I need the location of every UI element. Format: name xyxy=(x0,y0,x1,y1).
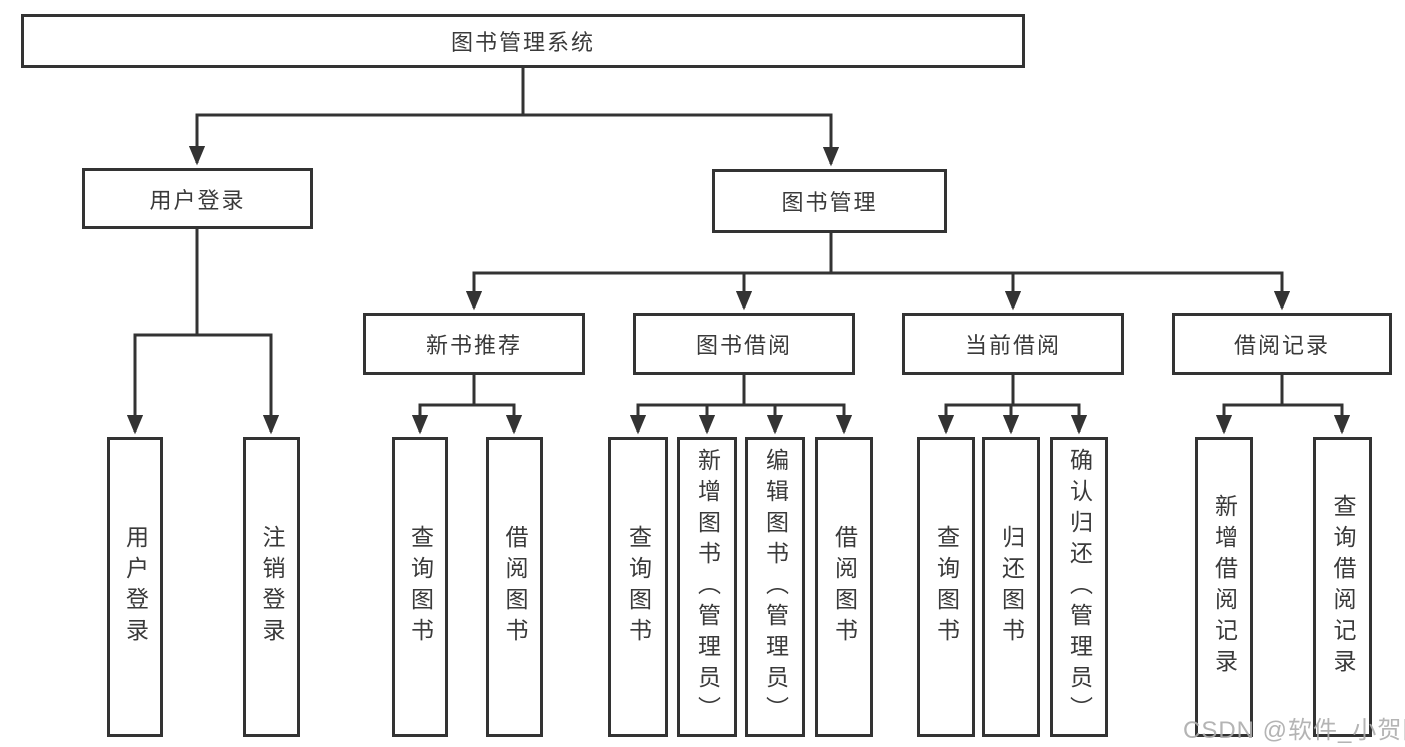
node-borrow-record: 借阅记录 xyxy=(1172,313,1392,375)
leaf-add-books-admin: 新增图书（管理员） xyxy=(677,437,737,737)
node-root: 图书管理系统 xyxy=(21,14,1025,68)
node-book-borrow: 图书借阅 xyxy=(633,313,855,375)
leaf-logout: 注销登录 xyxy=(243,437,300,737)
leaf-return-books: 归还图书 xyxy=(982,437,1040,737)
leaf-borrow-books-1: 借阅图书 xyxy=(486,437,543,737)
leaf-add-borrow-record-label: 新增借阅记录 xyxy=(1211,494,1238,680)
leaf-add-borrow-record: 新增借阅记录 xyxy=(1195,437,1253,737)
leaf-query-books-1: 查询图书 xyxy=(392,437,448,737)
leaf-query-books-3-label: 查询图书 xyxy=(933,525,960,649)
node-root-label: 图书管理系统 xyxy=(450,30,595,55)
leaf-borrow-books-2-label: 借阅图书 xyxy=(831,525,858,649)
leaf-confirm-return-admin-label: 确认归还（管理员） xyxy=(1066,447,1093,727)
leaf-user-login: 用户登录 xyxy=(107,437,163,737)
leaf-query-borrow-record: 查询借阅记录 xyxy=(1313,437,1372,737)
leaf-borrow-books-1-label: 借阅图书 xyxy=(502,525,528,649)
node-user-login-label: 用户登录 xyxy=(149,187,246,213)
node-book-management-label: 图书管理 xyxy=(781,190,878,215)
leaf-query-books-1-label: 查询图书 xyxy=(407,525,434,649)
node-user-login: 用户登录 xyxy=(82,168,313,229)
node-book-management: 图书管理 xyxy=(712,169,947,233)
leaf-query-books-3: 查询图书 xyxy=(917,437,975,737)
leaf-borrow-books-2: 借阅图书 xyxy=(815,437,873,737)
leaf-query-borrow-record-label: 查询借阅记录 xyxy=(1330,494,1356,680)
leaf-query-books-2: 查询图书 xyxy=(608,437,668,737)
node-current-borrow: 当前借阅 xyxy=(902,313,1124,375)
node-current-borrow-label: 当前借阅 xyxy=(964,333,1061,358)
leaf-return-books-label: 归还图书 xyxy=(998,525,1025,649)
leaf-logout-label: 注销登录 xyxy=(259,525,285,649)
leaf-edit-books-admin: 编辑图书（管理员） xyxy=(745,437,805,737)
node-new-book-recommend: 新书推荐 xyxy=(363,313,585,375)
leaf-user-login-label: 用户登录 xyxy=(122,525,149,649)
node-borrow-record-label: 借阅记录 xyxy=(1233,333,1330,358)
leaf-edit-books-admin-label: 编辑图书（管理员） xyxy=(762,447,789,727)
leaf-add-books-admin-label: 新增图书（管理员） xyxy=(694,447,721,727)
node-new-book-recommend-label: 新书推荐 xyxy=(425,333,522,358)
leaf-confirm-return-admin: 确认归还（管理员） xyxy=(1050,437,1108,737)
node-book-borrow-label: 图书借阅 xyxy=(695,333,792,358)
leaf-query-books-2-label: 查询图书 xyxy=(625,525,652,649)
